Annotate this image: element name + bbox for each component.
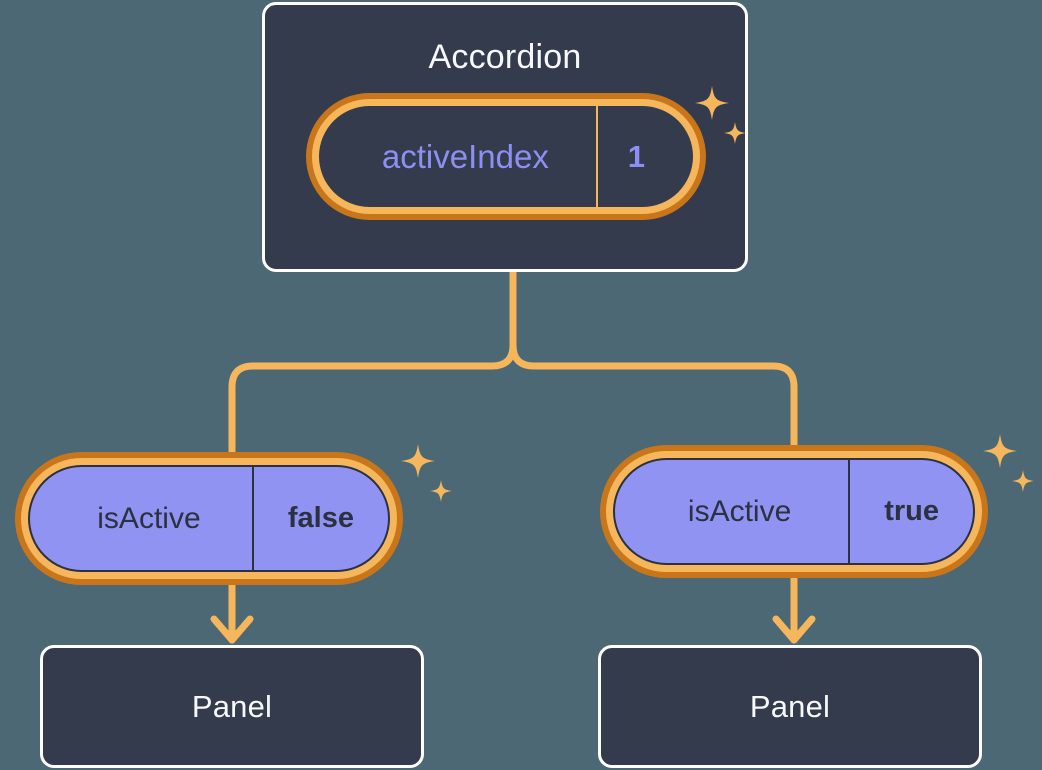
- accordion-title: Accordion: [428, 38, 582, 76]
- prop-pill-is-active-left[interactable]: isActive false: [15, 452, 403, 585]
- state-key-label: activeIndex: [381, 138, 549, 175]
- connector-root-to-right: [509, 268, 798, 452]
- panel-title-left: Panel: [191, 689, 273, 724]
- connector-root-to-left: [228, 268, 517, 459]
- pill-body: activeIndex 1: [319, 106, 693, 207]
- pill-outer-ring: isActive false: [15, 452, 403, 585]
- arrow-down-icon-right: [772, 615, 816, 644]
- sparkle-icon: [401, 444, 435, 478]
- pill-body: isActive false: [28, 465, 390, 572]
- pill-inner-ring: isActive false: [21, 458, 397, 579]
- pill-outer-ring: isActive true: [600, 445, 988, 578]
- pill-body: isActive true: [613, 458, 975, 565]
- panel-title-right: Panel: [749, 689, 831, 724]
- state-pill-active-index[interactable]: activeIndex 1: [306, 93, 706, 220]
- pill-outer-ring: activeIndex 1: [306, 93, 706, 220]
- sparkle-small-icon: [1012, 470, 1034, 492]
- panel-component-card-left[interactable]: Panel: [40, 645, 424, 768]
- prop-key-label: isActive: [97, 501, 201, 535]
- prop-value-label: true: [848, 460, 973, 563]
- state-value-label: 1: [595, 106, 693, 207]
- sparkle-group-left: [401, 444, 452, 502]
- prop-key-label: isActive: [687, 494, 792, 528]
- sparkle-icon: [983, 434, 1017, 468]
- pill-inner-ring: activeIndex 1: [312, 99, 700, 214]
- prop-value-label: false: [251, 467, 388, 570]
- panel-component-card-right[interactable]: Panel: [598, 645, 982, 768]
- arrow-down-icon-left: [210, 615, 254, 644]
- pill-inner-ring: isActive true: [606, 451, 982, 572]
- prop-pill-is-active-right[interactable]: isActive true: [600, 445, 988, 578]
- sparkle-small-icon: [430, 480, 452, 502]
